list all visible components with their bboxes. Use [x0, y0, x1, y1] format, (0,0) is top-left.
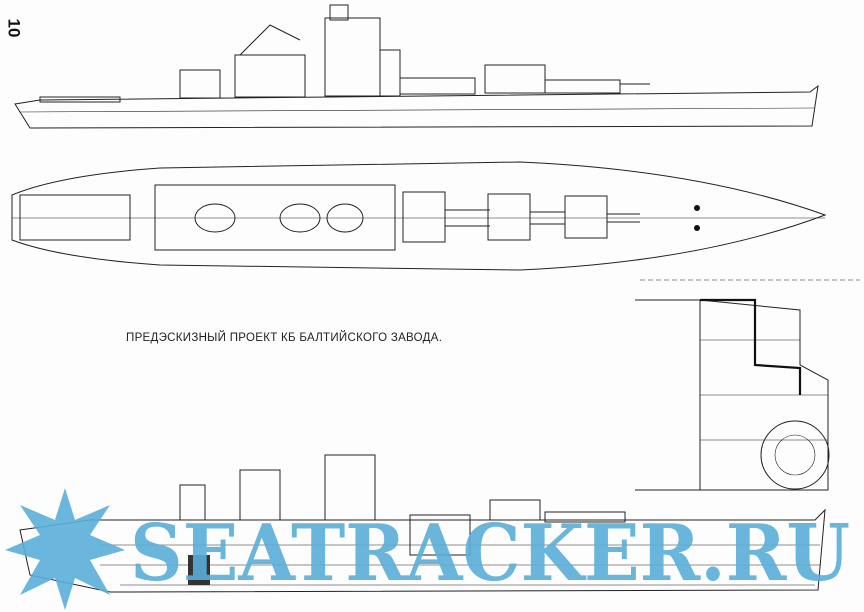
- watermark-text: SEATRACKER.RU: [130, 508, 850, 599]
- side-profile-drawing: [14, 4, 819, 129]
- figure-caption: ПРЕДЭСКИЗНЫЙ ПРОЕКТ КБ БАЛТИЙСКОГО ЗАВОД…: [126, 332, 443, 344]
- plan-view-drawing: [11, 161, 827, 271]
- longitudinal-section-drawing: [19, 454, 826, 593]
- cross-section-drawing: [635, 279, 860, 491]
- watermark: SEATRACKER.RU: [5, 488, 850, 610]
- starburst-logo-icon: [5, 488, 125, 610]
